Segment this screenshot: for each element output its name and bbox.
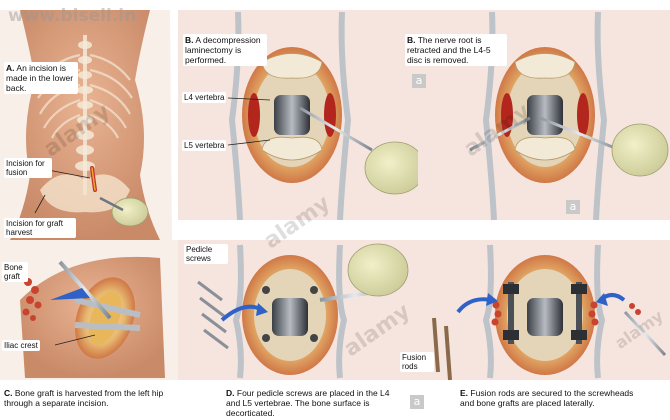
panel-e-rods-art [418, 240, 670, 381]
panel-a-label-graft: Incision for graft harvest [4, 218, 76, 238]
panel-b1-caption-text: A decompression laminectomy is performed… [185, 35, 261, 65]
panel-b1-label-l4: L4 vertebra [182, 92, 227, 103]
panel-e-caption-letter: E. [460, 388, 469, 398]
panel-b2-caption: B. The nerve root is retracted and the L… [405, 34, 507, 66]
watermark-badge: a [410, 395, 424, 409]
panel-d-caption-text: Four pedicle screws are placed in the L4… [226, 388, 390, 418]
watermark-badge: a [566, 200, 580, 214]
panel-b1-caption-letter: B. [185, 35, 194, 45]
panel-a-caption: A. An incision is made in the lower back… [4, 62, 78, 94]
panel-d-caption-letter: D. [226, 388, 235, 398]
panel-b1-caption: B. A decompression laminectomy is perfor… [183, 34, 267, 66]
panel-e-caption: E. Fusion rods are secured to the screwh… [460, 388, 636, 408]
panel-d-caption: D. Four pedicle screws are placed in the… [226, 388, 402, 418]
panel-a-caption-text: An incision is made in the lower back. [6, 63, 74, 93]
panel-e-label-rods: Fusion rods [400, 352, 434, 372]
panel-b2-caption-letter: B. [407, 35, 416, 45]
panel-c-caption-letter: C. [4, 388, 13, 398]
panel-c-graft-harvest-art [0, 240, 178, 380]
panel-c-label-iliac: Iliac crest [2, 340, 40, 351]
panel-a-label-fusion: Incision for fusion [4, 158, 52, 178]
watermark-badge: a [412, 74, 426, 88]
watermark-site: www.bisell.in [8, 6, 137, 26]
panel-e-caption-text: Fusion rods are secured to the screwhead… [460, 388, 634, 408]
panel-c-caption: C. Bone graft is harvested from the left… [4, 388, 176, 408]
panel-d-label-screws: Pedicle screws [184, 244, 228, 264]
panel-c-label-bone-graft: Bone graft [2, 262, 28, 282]
panel-b1-label-l5: L5 vertebra [182, 140, 227, 151]
panel-c-caption-text: Bone graft is harvested from the left hi… [4, 388, 164, 408]
panel-a-caption-letter: A. [6, 63, 15, 73]
panel-b2-caption-text: The nerve root is retracted and the L4-5… [407, 35, 491, 65]
